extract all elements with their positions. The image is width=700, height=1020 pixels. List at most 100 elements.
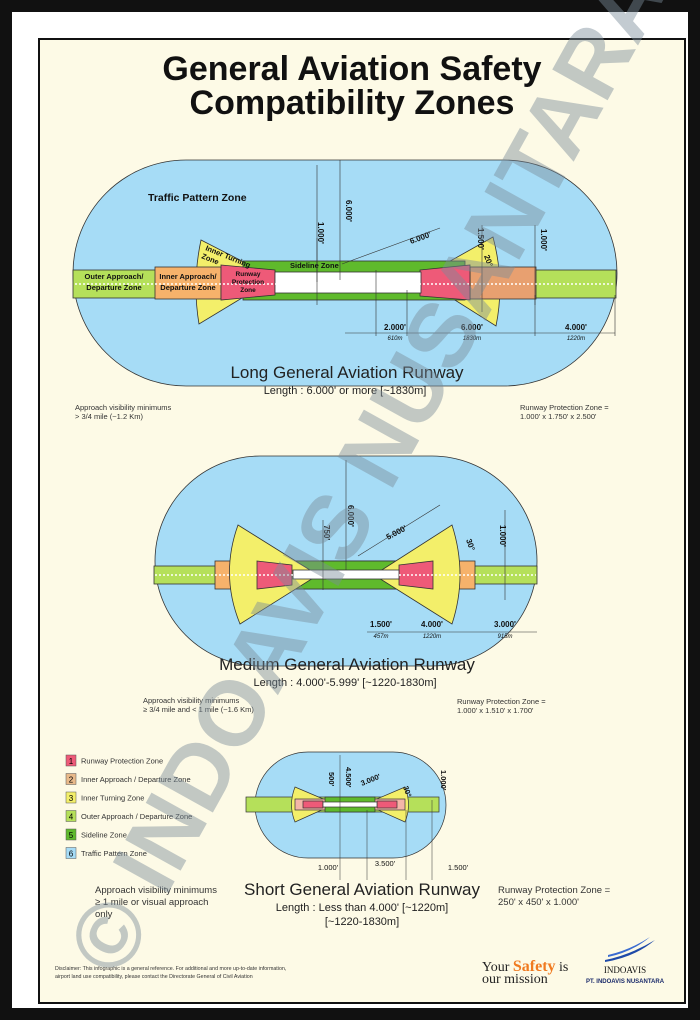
legend-label: Outer Approach / Departure Zone <box>81 812 192 821</box>
runway-protection-zone <box>376 800 398 809</box>
svg-text:30°: 30° <box>401 785 413 799</box>
long-visibility: Approach visibility minimums <box>75 403 172 412</box>
svg-text:our mission: our mission <box>482 972 548 987</box>
medium-visibility-value: ≥ 3/4 mile and < 1 mile (~1.6 Km) <box>143 705 254 714</box>
svg-text:Outer Approach/: Outer Approach/ <box>85 272 145 281</box>
short-visibility-value: ≥ 1 mile or visual approach <box>95 897 208 908</box>
legend-label: Traffic Pattern Zone <box>81 849 147 858</box>
svg-text:2.000': 2.000' <box>384 323 406 332</box>
legend-item: 5 Sideline Zone <box>65 828 127 841</box>
slogan: Your Safety is our mission <box>482 958 568 987</box>
long-runway-diagram <box>72 159 618 387</box>
svg-text:915m: 915m <box>497 634 512 640</box>
legend-label: Runway Protection Zone <box>81 757 163 766</box>
short-rpz-size: Runway Protection Zone = <box>498 885 611 896</box>
medium-dimension-lines <box>322 460 537 633</box>
svg-text:4.000': 4.000' <box>421 620 443 629</box>
svg-text:1830m: 1830m <box>463 336 481 342</box>
svg-text:Protection: Protection <box>232 279 264 286</box>
legend-number: 3 <box>69 794 74 803</box>
svg-text:750': 750' <box>322 525 331 540</box>
svg-text:457m: 457m <box>373 634 388 640</box>
legend-item: 2 Inner Approach / Departure Zone <box>65 773 191 785</box>
svg-text:4.500': 4.500' <box>344 767 353 788</box>
legend-swatch <box>65 847 77 859</box>
svg-text:3.500': 3.500' <box>375 859 396 868</box>
short-dimension-lines <box>339 755 433 880</box>
legend-swatch <box>65 754 77 767</box>
disclaimer: Disclaimer: This infographic is a genera… <box>55 966 286 972</box>
legend-label: Inner Turning Zone <box>81 794 144 803</box>
svg-text:1.000': 1.000' <box>316 222 325 244</box>
svg-text:1.000': 1.000' <box>498 525 507 547</box>
legend-swatch <box>65 828 77 841</box>
legend-item: 3 Inner Turning Zone <box>65 791 144 804</box>
legend-label: Sideline Zone <box>81 831 127 840</box>
short-runway-length2: [~1220-1830m] <box>325 916 399 928</box>
long-runway-length: Length : 6.000' or more [~1830m] <box>264 385 427 397</box>
svg-text:1.500': 1.500' <box>370 620 392 629</box>
svg-text:500': 500' <box>327 772 336 787</box>
svg-text:Runway: Runway <box>236 271 261 278</box>
long-dimension-lines <box>316 160 616 336</box>
svg-text:Departure Zone: Departure Zone <box>160 283 215 292</box>
legend-label: Inner Approach / Departure Zone <box>81 775 191 784</box>
runway-protection-zone <box>302 800 324 809</box>
svg-text:1.000': 1.000' <box>539 229 548 251</box>
legend-number: 2 <box>69 776 74 785</box>
svg-text:4.000': 4.000' <box>565 323 587 332</box>
svg-text:6.000': 6.000' <box>461 323 483 332</box>
short-runway-name: Short General Aviation Runway <box>244 880 480 899</box>
runway-protection-zone <box>256 560 293 590</box>
indoavis-logo: INDOAVIS PT. INDOAVIS NUSANTARA <box>586 937 665 985</box>
svg-text:Zone: Zone <box>240 287 256 294</box>
runway-protection-zone <box>220 264 276 301</box>
short-rpz-size-value: 250' x 450' x 1.000' <box>498 897 579 908</box>
svg-text:Sideline Zone: Sideline Zone <box>290 261 339 270</box>
svg-text:6.000': 6.000' <box>346 505 355 527</box>
svg-text:1.000': 1.000' <box>439 770 448 791</box>
long-runway-name: Long General Aviation Runway <box>230 363 464 382</box>
svg-text:Inner Approach/: Inner Approach/ <box>159 272 217 281</box>
legend-swatch <box>65 773 77 785</box>
svg-text:1220m: 1220m <box>567 336 585 342</box>
disclaimer-line2: airport land use compatibility, please c… <box>55 974 253 980</box>
short-runway-diagram <box>245 751 447 859</box>
title-line1: General Aviation Safety <box>162 50 541 88</box>
legend-item: 4 Outer Approach / Departure Zone <box>65 810 192 822</box>
legend-swatch <box>65 791 77 804</box>
medium-rpz-size-value: 1.000' x 1.510' x 1.700' <box>457 706 534 715</box>
short-visibility-value2: only <box>95 909 113 920</box>
legend-swatch <box>65 810 77 822</box>
short-runway-length: Length : Less than 4.000' [~1220m] <box>276 902 448 914</box>
svg-text:30°: 30° <box>464 538 477 552</box>
short-visibility: Approach visibility minimums <box>95 885 217 896</box>
svg-text:1.000': 1.000' <box>318 863 339 872</box>
svg-text:610m: 610m <box>387 336 402 342</box>
title-line2: Compatibility Zones <box>190 84 515 122</box>
svg-text:Your Safety is: Your Safety is <box>482 958 568 975</box>
svg-text:1220m: 1220m <box>423 634 441 640</box>
long-rpz-size: Runway Protection Zone = <box>520 403 609 412</box>
svg-text:20°: 20° <box>482 254 495 268</box>
medium-runway-name: Medium General Aviation Runway <box>219 655 475 674</box>
legend-number: 6 <box>69 850 74 859</box>
svg-text:PT. INDOAVIS NUSANTARA: PT. INDOAVIS NUSANTARA <box>586 979 665 985</box>
long-visibility-value: > 3/4 mile (~1.2 Km) <box>75 412 143 421</box>
svg-text:Departure Zone: Departure Zone <box>86 283 141 292</box>
legend-item: 6 Traffic Pattern Zone <box>65 847 147 859</box>
long-rpz-size-value: 1.000' x 1.750' x 2.500' <box>520 412 597 421</box>
runway <box>274 271 422 294</box>
inner-approach-zone <box>154 266 222 300</box>
svg-text:1.500': 1.500' <box>476 228 485 250</box>
medium-visibility: Approach visibility minimums <box>143 696 240 705</box>
svg-text:Traffic Pattern Zone: Traffic Pattern Zone <box>148 192 247 204</box>
medium-runway-length: Length : 4.000'-5.999' [~1220-1830m] <box>253 677 436 689</box>
svg-text:6.000': 6.000' <box>344 200 353 222</box>
legend-number: 5 <box>69 831 74 840</box>
legend-number: 4 <box>69 813 74 822</box>
runway <box>322 801 378 808</box>
